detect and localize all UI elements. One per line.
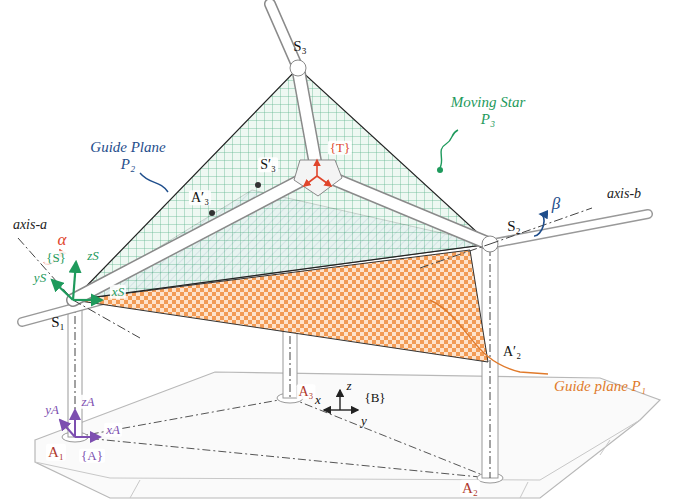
part-callout: Guide plane P₁ — [550, 378, 650, 395]
base-point-label: A₂ — [460, 480, 480, 497]
axis-name: xA — [104, 423, 122, 437]
frame-label: {A} — [79, 449, 105, 463]
axis-name: xS — [110, 285, 126, 299]
frame-label: {T} — [328, 141, 352, 155]
axis-name: zA — [80, 395, 97, 409]
frame-label: {S} — [44, 251, 68, 265]
axis-name: z — [346, 379, 351, 393]
point-label: S′₃ — [258, 157, 278, 172]
axis-name: x — [315, 393, 321, 407]
point-label: A′₃ — [189, 190, 211, 205]
part-callout: Guide Plane P₂ — [88, 139, 168, 172]
base-point-label: A₁ — [46, 444, 66, 461]
axis-label: axis-a — [13, 217, 47, 232]
point-label: A′₂ — [503, 344, 521, 359]
angle-label: β — [552, 195, 560, 214]
joint-label: S₂ — [507, 218, 521, 235]
axis-name: yA — [43, 403, 61, 417]
axis-label: axis-b — [607, 186, 641, 201]
axis-name: y — [361, 414, 367, 428]
axis-name: yS — [32, 271, 48, 285]
part-callout: Moving Star P₃ — [448, 94, 528, 127]
angle-label: α — [58, 231, 67, 250]
frame-label: {B} — [364, 391, 385, 405]
joint-label: S₁ — [51, 314, 65, 331]
joint-label: S₃ — [293, 38, 307, 55]
base-point-label: A₃ — [297, 384, 316, 399]
axis-name: zS — [85, 249, 101, 263]
